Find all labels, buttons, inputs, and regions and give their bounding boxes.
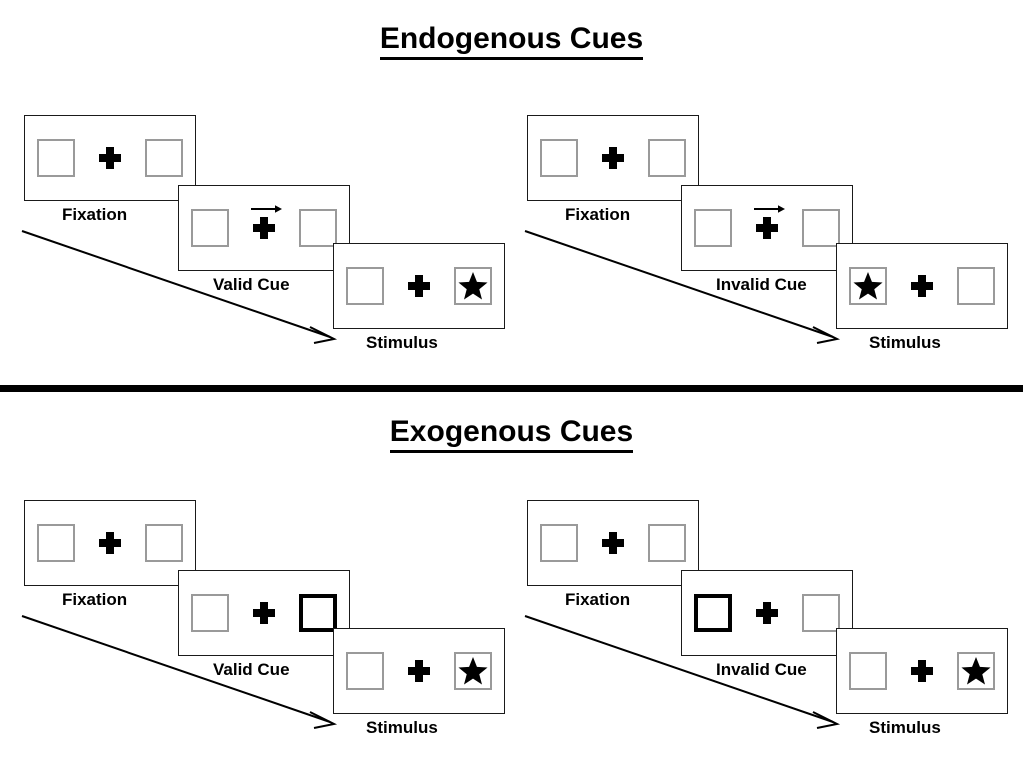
star-icon	[853, 271, 883, 300]
trial-frame-fixation	[24, 115, 196, 201]
trial-frame-stimulus	[836, 628, 1008, 714]
trial-frame-stimulus	[836, 243, 1008, 329]
step-caption-cue: Invalid Cue	[716, 275, 807, 294]
fixation-cross-icon	[602, 532, 624, 554]
section-title-endogenous-text: Endogenous Cues	[379, 22, 644, 60]
step-caption-stimulus: Stimulus	[366, 718, 438, 737]
fixation-cross-slot	[750, 590, 784, 636]
trial-frame-fixation	[527, 500, 699, 586]
time-flow-arrow-icon	[21, 615, 338, 729]
right-placeholder-box	[145, 524, 183, 562]
trial-frame-cue	[681, 185, 853, 271]
step-caption-stimulus: Stimulus	[869, 333, 941, 352]
right-placeholder-box	[802, 209, 840, 247]
arrow-right-icon	[754, 205, 785, 213]
step-caption-fixation: Fixation	[62, 205, 128, 224]
fixation-cross-icon	[911, 660, 933, 682]
right-placeholder-box	[648, 139, 686, 177]
right-placeholder-box	[145, 139, 183, 177]
fixation-cross-slot	[247, 205, 282, 251]
star-icon	[961, 656, 991, 685]
fixation-cross-icon	[253, 217, 275, 239]
left-placeholder-box	[37, 139, 75, 177]
left-placeholder-box	[346, 267, 384, 305]
right-placeholder-box	[957, 267, 995, 305]
fixation-cross-icon	[408, 275, 430, 297]
time-flow-arrow-icon	[21, 230, 338, 344]
step-caption-stimulus: Stimulus	[869, 718, 941, 737]
fixation-cross-slot	[750, 205, 785, 251]
left-placeholder-box	[191, 594, 229, 632]
right-placeholder-box	[648, 524, 686, 562]
left-placeholder-box	[694, 209, 732, 247]
left-placeholder-box-cued	[694, 594, 732, 632]
fixation-cross-slot	[247, 590, 281, 636]
fixation-cross-slot	[402, 263, 436, 309]
trial-frame-cue	[681, 570, 853, 656]
fixation-cross-slot	[93, 135, 127, 181]
trial-sequence-exogenous-valid: Fixation Valid Cue Stimulus	[0, 470, 512, 770]
trial-sequence-endogenous-valid: Fixation Valid Cue Stimulus	[0, 85, 512, 385]
right-placeholder-box	[299, 209, 337, 247]
step-caption-fixation: Fixation	[565, 205, 631, 224]
time-flow-arrow-icon	[524, 615, 841, 729]
left-placeholder-box	[540, 524, 578, 562]
right-placeholder-box-cued	[299, 594, 337, 632]
fixation-cross-icon	[756, 217, 778, 239]
left-placeholder-box	[191, 209, 229, 247]
left-placeholder-box	[346, 652, 384, 690]
fixation-cross-icon	[408, 660, 430, 682]
trial-sequence-exogenous-invalid: Fixation Invalid Cue Stimulus	[503, 470, 1015, 770]
left-placeholder-box	[849, 652, 887, 690]
star-icon	[458, 271, 488, 300]
star-icon	[458, 656, 488, 685]
fixation-cross-icon	[99, 532, 121, 554]
step-caption-cue: Valid Cue	[213, 275, 290, 294]
fixation-cross-icon	[99, 147, 121, 169]
right-placeholder-box	[802, 594, 840, 632]
fixation-cross-icon	[253, 602, 275, 624]
fixation-cross-icon	[911, 275, 933, 297]
section-divider	[0, 385, 1023, 392]
fixation-cross-slot	[596, 135, 630, 181]
left-placeholder-box	[37, 524, 75, 562]
fixation-cross-slot	[596, 520, 630, 566]
section-title-endogenous: Endogenous Cues	[0, 22, 1023, 60]
step-caption-fixation: Fixation	[62, 590, 128, 609]
fixation-cross-slot	[402, 648, 436, 694]
fixation-cross-icon	[756, 602, 778, 624]
trial-frame-cue	[178, 570, 350, 656]
trial-frame-cue	[178, 185, 350, 271]
fixation-cross-slot	[905, 263, 939, 309]
trial-frame-stimulus	[333, 628, 505, 714]
trial-frame-fixation	[24, 500, 196, 586]
right-placeholder-box	[454, 267, 492, 305]
time-flow-arrow-icon	[524, 230, 841, 344]
trial-frame-fixation	[527, 115, 699, 201]
step-caption-cue: Valid Cue	[213, 660, 290, 679]
trial-frame-stimulus	[333, 243, 505, 329]
step-caption-stimulus: Stimulus	[366, 333, 438, 352]
fixation-cross-slot	[905, 648, 939, 694]
trial-sequence-endogenous-invalid: Fixation Invalid Cue Stimulus	[503, 85, 1015, 385]
fixation-cross-icon	[602, 147, 624, 169]
step-caption-cue: Invalid Cue	[716, 660, 807, 679]
section-title-exogenous-text: Exogenous Cues	[389, 415, 634, 453]
right-placeholder-box	[957, 652, 995, 690]
fixation-cross-slot	[93, 520, 127, 566]
section-title-exogenous: Exogenous Cues	[0, 415, 1023, 453]
left-placeholder-box	[849, 267, 887, 305]
left-placeholder-box	[540, 139, 578, 177]
arrow-right-icon	[251, 205, 282, 213]
step-caption-fixation: Fixation	[565, 590, 631, 609]
right-placeholder-box	[454, 652, 492, 690]
